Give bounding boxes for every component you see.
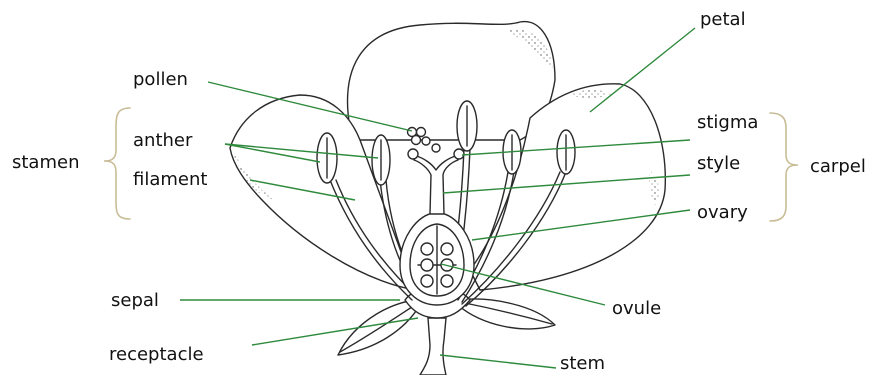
- stigma-center: [432, 144, 440, 152]
- sepal-right: [458, 299, 555, 329]
- pollen-grain-3: [412, 136, 421, 145]
- ovule-6: [441, 275, 453, 287]
- label-pollen: pollen: [133, 70, 188, 90]
- label-receptacle: receptacle: [109, 345, 204, 365]
- label-stem: stem: [560, 354, 605, 374]
- pollen-grain-4: [422, 137, 430, 145]
- ovule-5: [421, 275, 433, 287]
- ovule-2: [441, 243, 453, 255]
- carpel-bracket: [770, 113, 798, 221]
- stigma-right: [454, 149, 464, 159]
- carpel-group: [400, 128, 474, 306]
- label-petal: petal: [700, 10, 746, 30]
- label-carpel: carpel: [810, 157, 866, 177]
- ovule-3: [421, 259, 433, 271]
- stigma-left: [408, 149, 418, 159]
- style-shape: [414, 156, 458, 214]
- label-stamen: stamen: [12, 153, 79, 173]
- stem-shape: [420, 318, 446, 375]
- ovule-1: [421, 243, 433, 255]
- label-anther: anther: [133, 131, 192, 151]
- stamen-bracket: [104, 108, 130, 219]
- label-filament: filament: [133, 170, 207, 190]
- label-style: style: [697, 154, 740, 174]
- label-ovule: ovule: [612, 299, 661, 319]
- label-stigma: stigma: [697, 113, 758, 133]
- label-sepal: sepal: [111, 291, 159, 311]
- leader-stem: [440, 355, 556, 368]
- label-ovary: ovary: [697, 203, 748, 223]
